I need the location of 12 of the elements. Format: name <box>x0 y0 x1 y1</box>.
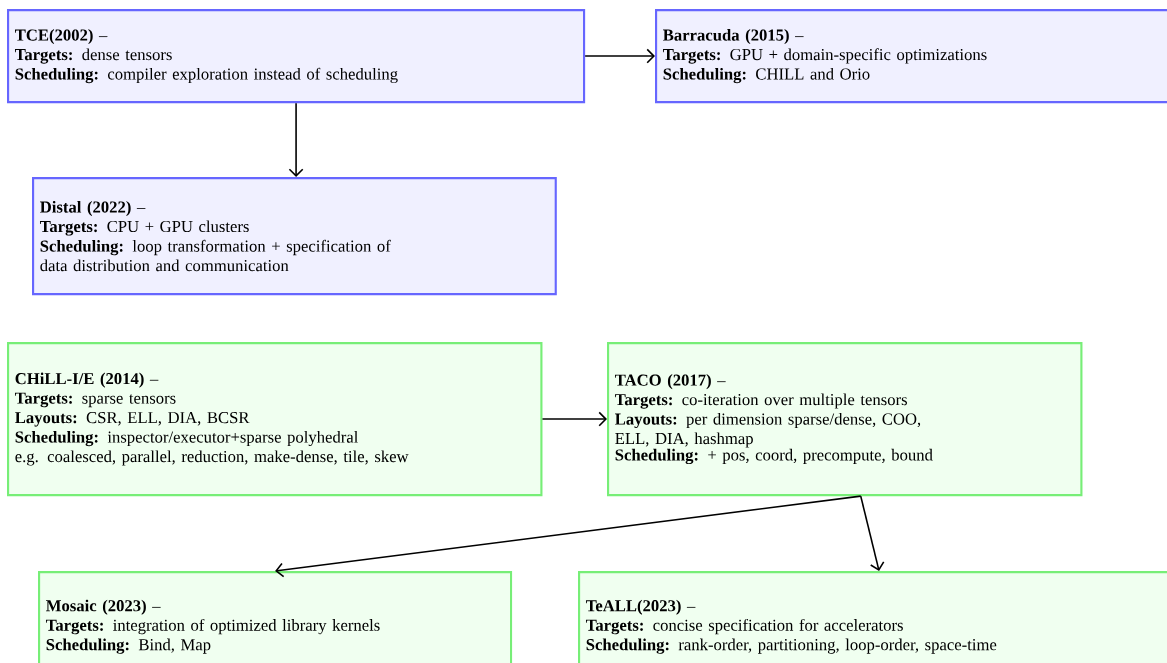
system-box: Barracuda (2015) – Targets: GPU + domain-specific optimizations Scheduling: CHILL and Orio <box>655 9 1167 104</box>
system-box: Distal (2022) – Targets: CPU + GPU clusters Scheduling: loop transformation + specification of data distribution and communication <box>32 177 557 296</box>
arrow <box>584 48 655 64</box>
system-box: Mosaic (2023) – Targets: integration of optimized library kernels Scheduling: Bind, Map <box>38 571 513 663</box>
system-box: TeALL(2023) – Targets: concise specification for accelerators Scheduling: rank-order, partitioning, loop-order, space-time <box>578 571 1167 663</box>
system-box: TACO (2017) – Targets: co-iteration over multiple tensors Layouts: per dimension sparse/dense, COO, ELL, DIA, hashmap Scheduling: + pos, coord, precompute, bound <box>607 342 1083 497</box>
system-box: TCE(2002) – Targets: dense tensors Scheduling: compiler exploration instead of scheduling <box>7 9 586 104</box>
arrow <box>541 411 607 427</box>
arrow <box>859 495 885 571</box>
arrow <box>288 102 304 177</box>
system-box: CHiLL-I/E (2014) – Targets: sparse tensors Layouts: CSR, ELL, DIA, BCSR Scheduling: inspector/executor+sparse polyhedral e.g. coalesced, parallel, reduction, make-dense, tile, skew <box>7 342 543 497</box>
arrow <box>275 495 862 578</box>
